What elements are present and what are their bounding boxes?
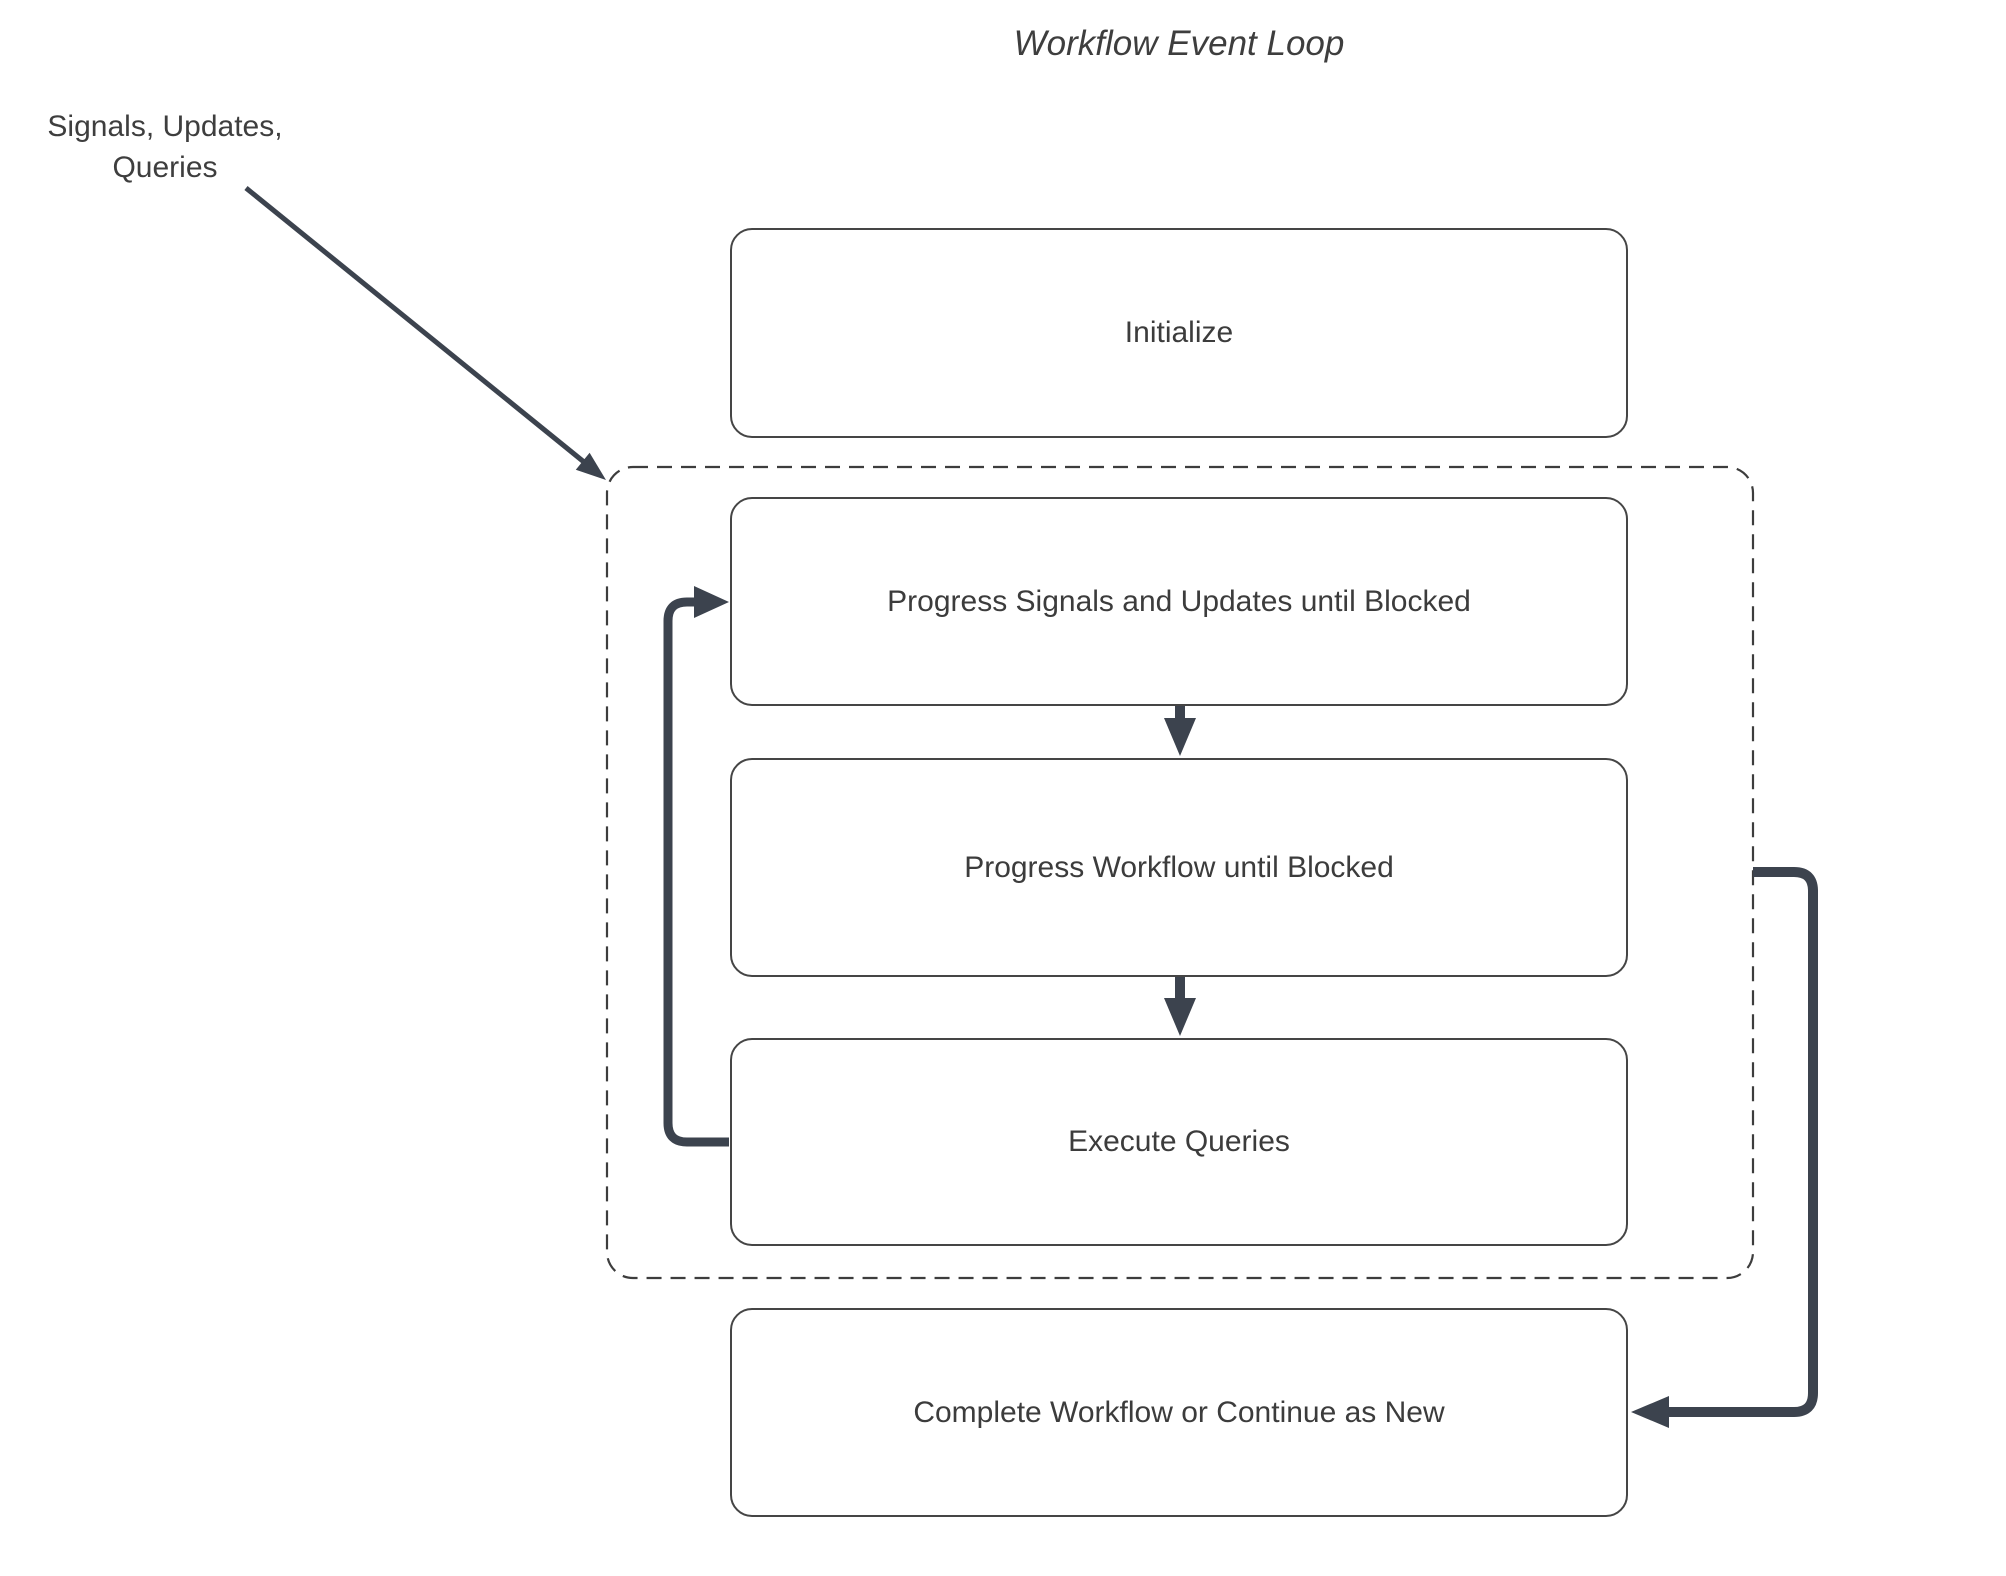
node-progress-workflow-label: Progress Workflow until Blocked — [964, 850, 1394, 884]
edge-loop-to-complete-arrowhead — [1631, 1396, 1669, 1428]
node-execute-queries: Execute Queries — [730, 1038, 1628, 1246]
node-complete-or-continue: Complete Workflow or Continue as New — [730, 1308, 1628, 1517]
node-complete-or-continue-label: Complete Workflow or Continue as New — [913, 1395, 1445, 1429]
edge-queries-loopback-line — [663, 597, 729, 1147]
node-progress-workflow: Progress Workflow until Blocked — [730, 758, 1628, 977]
external-events-label-line2: Queries — [112, 151, 218, 185]
node-initialize: Initialize — [730, 228, 1628, 438]
edge-queries-loopback-arrowhead — [694, 586, 729, 618]
node-execute-queries-label: Execute Queries — [1068, 1125, 1290, 1158]
edge-signals-to-workflow-arrowhead — [1164, 718, 1196, 756]
external-events-label-line1: Signals, Updates, — [47, 110, 283, 143]
edge-workflow-to-queries-arrowhead — [1164, 998, 1196, 1036]
edge-loop-to-complete-line — [1669, 867, 1818, 1417]
node-progress-signals: Progress Signals and Updates until Block… — [730, 497, 1628, 706]
edge-external-to-loop-arrowhead — [575, 452, 606, 480]
diagram-title: Workflow Event Loop — [1013, 24, 1345, 63]
node-progress-signals-label: Progress Signals and Updates until Block… — [887, 584, 1471, 618]
external-events-label: Signals, Updates, Queries — [24, 106, 306, 189]
node-initialize-label: Initialize — [1124, 316, 1234, 349]
edge-external-to-loop-line — [244, 186, 586, 464]
